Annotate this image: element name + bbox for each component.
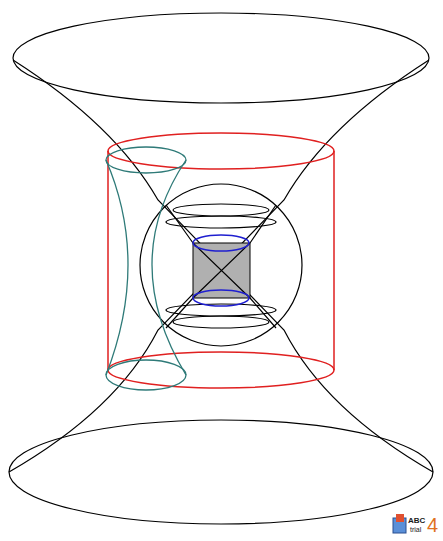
bottom-ellipse — [9, 420, 433, 524]
band-ellipse — [166, 216, 276, 228]
teal-ellipse — [106, 360, 186, 390]
blue-ellipse — [193, 235, 249, 251]
watermark-number: 4 — [427, 515, 438, 535]
cylinder-ellipse — [108, 352, 334, 388]
band-ellipse — [173, 204, 269, 216]
watermark-text: trial — [410, 526, 421, 533]
cylinder-side — [108, 151, 334, 370]
watermark-text: ABC — [408, 517, 425, 525]
top-ellipse — [13, 13, 429, 103]
watermark-icon — [393, 514, 406, 533]
band-ellipse — [173, 316, 269, 328]
cylinder-ellipse — [108, 133, 334, 169]
teal-side — [106, 160, 128, 375]
blue-ellipse — [193, 290, 249, 306]
teal-side — [152, 160, 186, 375]
cone-line — [9, 60, 429, 472]
sphere-outline — [140, 184, 302, 346]
cone-line — [166, 205, 276, 328]
teal-ellipse — [106, 147, 186, 173]
cone-line — [13, 60, 433, 472]
